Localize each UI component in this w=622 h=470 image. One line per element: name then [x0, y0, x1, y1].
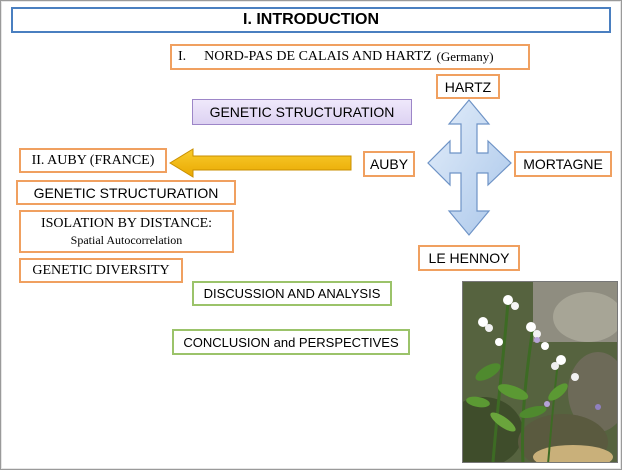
isolation-by-distance-box: ISOLATION BY DISTANCE: Spatial Autocorre…	[19, 210, 234, 253]
isolation-subtitle: Spatial Autocorrelation	[70, 232, 183, 247]
four-way-cross-arrow	[427, 99, 512, 236]
discussion-box: DISCUSSION AND ANALYSIS	[192, 281, 392, 306]
genetic-structuration-box: GENETIC STRUCTURATION	[16, 180, 236, 205]
conclusion-box: CONCLUSION and PERSPECTIVES	[172, 329, 410, 355]
isolation-title: ISOLATION BY DISTANCE:	[40, 215, 213, 231]
genetic-diversity-box: GENETIC DIVERSITY	[19, 258, 183, 283]
site-le-hennoy: LE HENNOY	[418, 245, 520, 271]
slide-title: I. INTRODUCTION	[11, 7, 611, 33]
plant-photo-drawing	[463, 282, 617, 462]
left-arrow-to-auby-section	[169, 148, 352, 178]
section-one-number: I.	[178, 49, 187, 64]
section-one-box: I. NORD-PAS DE CALAIS AND HARTZ (Germany…	[170, 44, 530, 70]
site-mortagne: MORTAGNE	[514, 151, 612, 177]
section-one-text: NORD-PAS DE CALAIS AND HARTZ	[204, 49, 432, 64]
site-hartz: HARTZ	[436, 74, 500, 99]
section-two-box: II. AUBY (FRANCE)	[19, 148, 167, 173]
plant-photo	[462, 281, 618, 463]
section-one-country: (Germany)	[436, 49, 494, 64]
site-auby: AUBY	[363, 151, 415, 177]
genetic-structuration-highlight: GENETIC STRUCTURATION	[192, 99, 412, 125]
